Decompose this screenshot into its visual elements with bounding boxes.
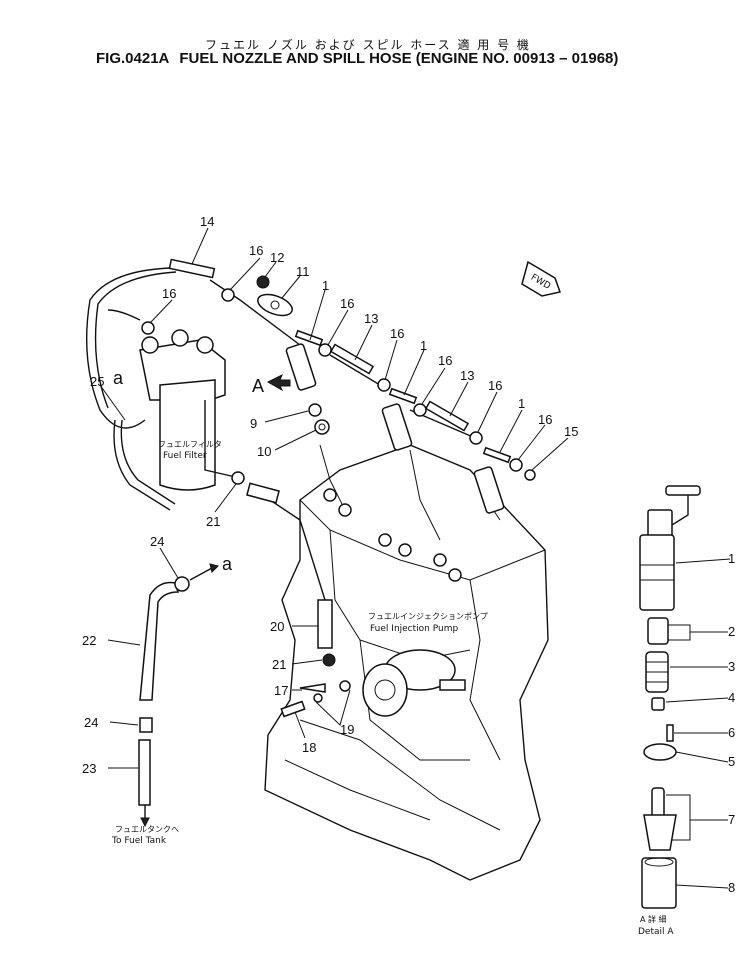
figure-title: FUEL NOZZLE AND SPILL HOSE (ENGINE NO. 0… [179, 50, 619, 67]
fuel-filter-label-jp: フュエルフィルタ [158, 440, 222, 449]
detail-a: A 詳 細 Detail A [638, 485, 701, 937]
view-markers: A a a FWD フュエルインジェクションポンプ Fuel Injection… [113, 260, 561, 634]
detail-callout-3: 3 [728, 659, 735, 674]
pump-label-en: Fuel Injection Pump [370, 624, 458, 634]
callout-25: 25 [90, 374, 104, 389]
callout-13: 13 [460, 368, 474, 383]
figure-number: FIG.0421A [96, 50, 170, 67]
hose-clamps [141, 288, 523, 485]
callout-18: 18 [302, 740, 316, 755]
pump-label-jp: フュエルインジェクションポンプ [368, 612, 488, 621]
detail-callout-4: 4 [728, 690, 735, 705]
callout-23: 23 [82, 761, 96, 776]
title-english: FIG.0421A FUEL NOZZLE AND SPILL HOSE (ENG… [96, 50, 618, 67]
detail-callout-1: 1 [728, 551, 735, 566]
callout-1: 1 [518, 396, 525, 411]
callout-16: 16 [390, 326, 404, 341]
callout-14: 14 [200, 214, 214, 229]
nozzle-holders [285, 329, 512, 514]
callout-9: 9 [250, 416, 257, 431]
callout-12: 12 [270, 250, 284, 265]
callout-17: 17 [274, 683, 288, 698]
detail-a-label-en: Detail A [638, 927, 674, 937]
callout-19: 19 [340, 722, 354, 737]
callout-13: 13 [364, 311, 378, 326]
callout-22: 22 [82, 633, 96, 648]
callout-16: 16 [340, 296, 354, 311]
title-japanese: フュエル ノズル および スピル ホース 適 用 号 機 [205, 38, 531, 52]
small-parts [256, 275, 536, 718]
detail-callout-7: 7 [728, 812, 735, 827]
callout-24: 24 [84, 715, 98, 730]
detail-callout-5: 5 [728, 754, 735, 769]
detail-callout-2: 2 [728, 624, 735, 639]
engine-block [264, 444, 549, 881]
callout-24: 24 [150, 534, 164, 549]
callout-21: 21 [206, 514, 220, 529]
detail-a-label-jp: A 詳 細 [640, 914, 667, 924]
callout-16: 16 [538, 412, 552, 427]
callout-16: 16 [438, 353, 452, 368]
callout-11: 11 [296, 264, 310, 279]
callout-16: 16 [488, 378, 502, 393]
detail-callout-6: 6 [728, 725, 735, 740]
connector-a-left: a [113, 368, 124, 388]
hoses [85, 267, 481, 601]
tank-label-jp: フュエルタンクへ [115, 825, 179, 834]
callout-21: 21 [272, 657, 286, 672]
callout-15: 15 [564, 424, 578, 439]
callout-20: 20 [270, 619, 284, 634]
tank-label-en: To Fuel Tank [111, 836, 167, 846]
callout-1: 1 [420, 338, 427, 353]
connector-a-right: a [222, 554, 233, 574]
view-a-label: A [252, 376, 264, 396]
detail-callout-8: 8 [728, 880, 735, 895]
tank-hose: フュエルタンクへ To Fuel Tank [111, 563, 219, 846]
fuel-filter: フュエルフィルタ Fuel Filter [139, 329, 226, 491]
callout-16: 16 [162, 286, 176, 301]
leader-lines [99, 227, 731, 889]
fuel-filter-label-en: Fuel Filter [163, 451, 207, 461]
callout-numbers: 14 16 12 11 1 16 13 16 1 16 13 16 1 16 1… [82, 214, 735, 895]
spill-hose-parts [168, 258, 470, 649]
callout-1: 1 [322, 278, 329, 293]
callout-10: 10 [257, 444, 271, 459]
callout-16: 16 [249, 243, 263, 258]
